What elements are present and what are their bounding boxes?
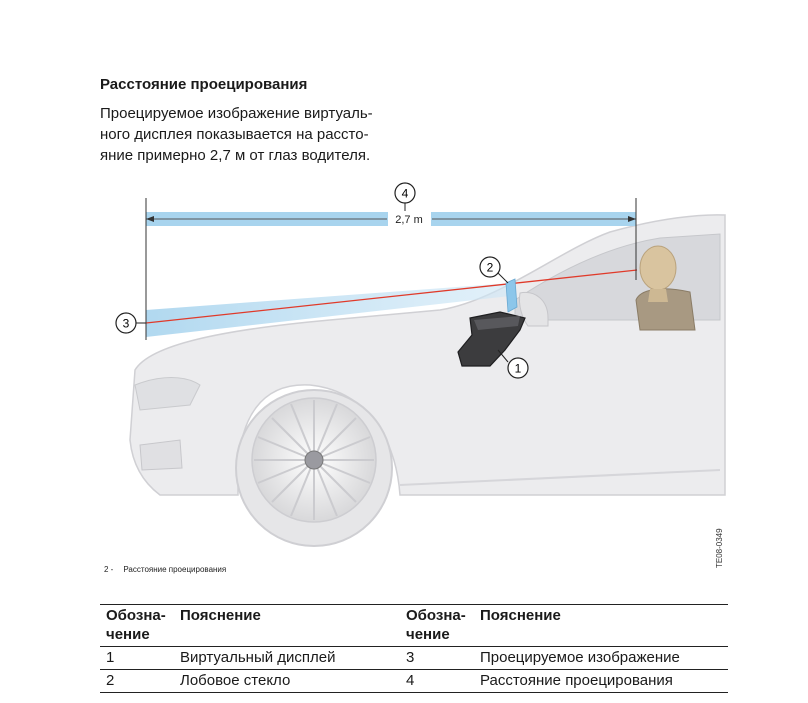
figure-caption: 2 - Расстояние проецирования <box>104 565 226 574</box>
projection-distance-figure: 2,7 m 4 2 3 1 TE08-0349 <box>0 0 808 600</box>
row-text: Лобовое стекло <box>174 670 400 693</box>
car-headlight <box>135 378 200 411</box>
header-designation: Обозна-чение <box>400 605 474 647</box>
header-explanation: Пояснение <box>174 605 400 647</box>
svg-text:3: 3 <box>123 317 130 331</box>
figure-code: TE08-0349 <box>715 528 724 568</box>
row-text: Проецируемое изображение <box>474 647 728 670</box>
callout-4: 4 <box>395 183 415 203</box>
svg-text:4: 4 <box>402 187 409 201</box>
table-row: 1 Виртуальный дисплей 3 Проецируемое изо… <box>100 647 728 670</box>
callout-2-leader <box>498 273 508 283</box>
legend-table: Обозна-чение Пояснение Обозна-чение Пояс… <box>100 604 728 693</box>
header-explanation: Пояснение <box>474 605 728 647</box>
caption-number: 2 - <box>104 565 113 574</box>
distance-label: 2,7 m <box>395 214 423 226</box>
row-number: 4 <box>400 670 474 693</box>
row-number: 1 <box>100 647 174 670</box>
header-designation: Обозна-чение <box>100 605 174 647</box>
row-number: 2 <box>100 670 174 693</box>
svg-text:2: 2 <box>487 261 494 275</box>
callout-1: 1 <box>508 358 528 378</box>
row-text: Виртуальный дисплей <box>174 647 400 670</box>
car-grille <box>140 440 182 470</box>
wheel-hub-logo <box>305 451 323 469</box>
legend-header-row: Обозна-чение Пояснение Обозна-чение Пояс… <box>100 605 728 647</box>
row-number: 3 <box>400 647 474 670</box>
row-text: Расстояние проецирования <box>474 670 728 693</box>
svg-text:1: 1 <box>515 362 522 376</box>
callout-2: 2 <box>480 257 500 277</box>
caption-text: Расстояние проецирования <box>123 565 226 574</box>
table-row: 2 Лобовое стекло 4 Расстояние проецирова… <box>100 670 728 693</box>
callout-3: 3 <box>116 313 136 333</box>
windshield-pane <box>506 279 517 312</box>
